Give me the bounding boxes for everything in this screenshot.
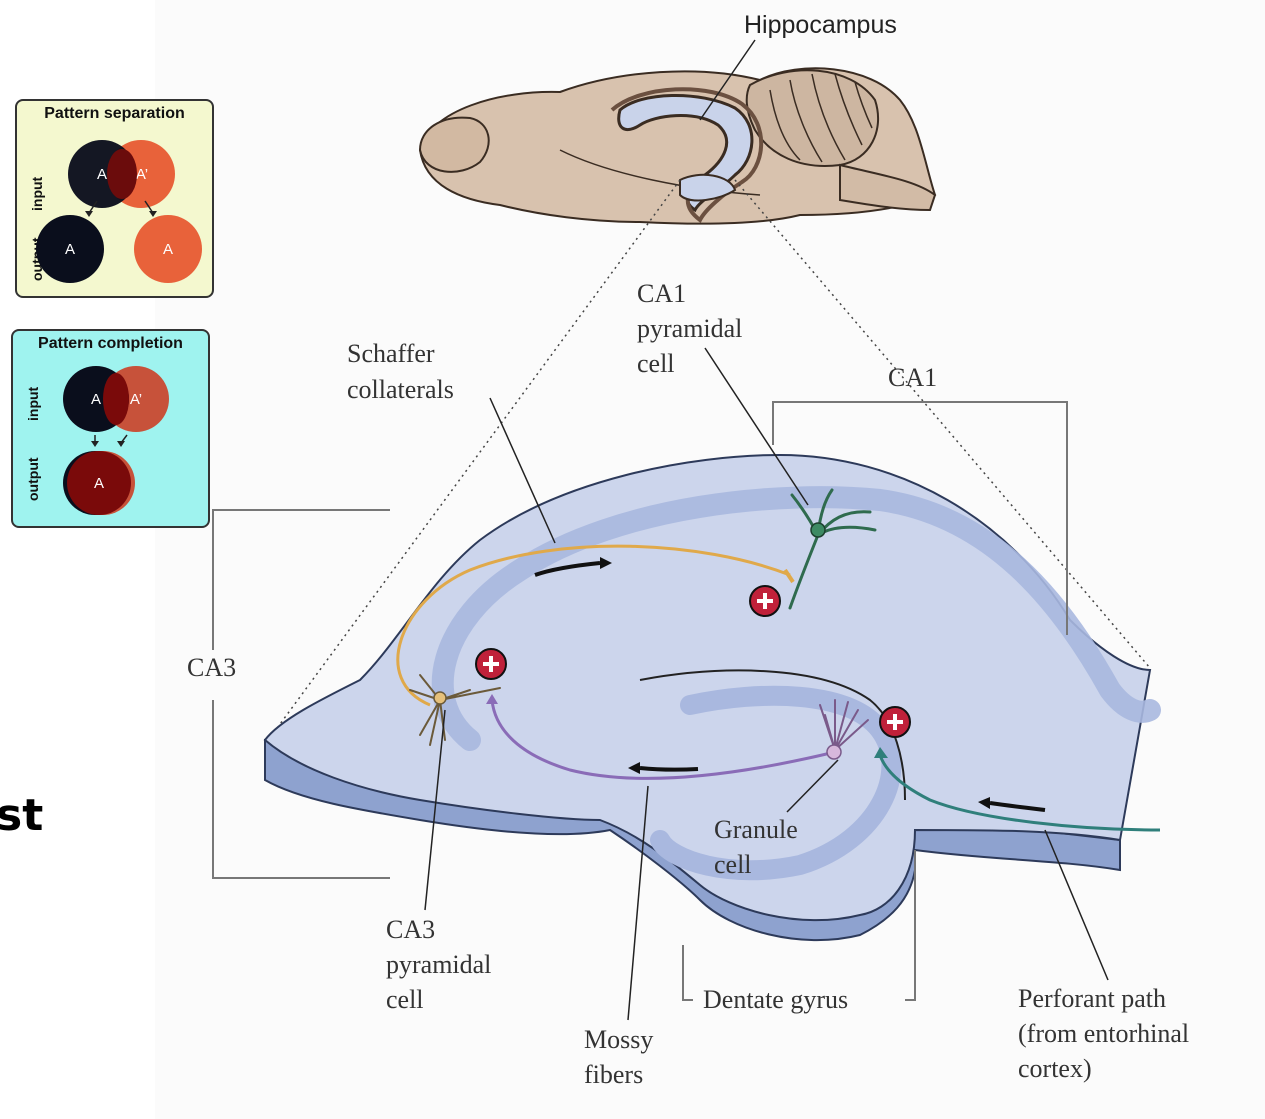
pattern-completion-panel: Pattern completion input output A’ A A: [11, 329, 210, 528]
clipped-slide-text: st: [0, 790, 43, 841]
output-circle-left: A: [36, 215, 104, 283]
synapse-plus-icon: [880, 707, 910, 737]
mossy-direction-arrow: [640, 768, 698, 770]
hippocampus-label: Hippocampus: [744, 11, 897, 39]
output-circle-right: A: [134, 215, 202, 283]
dentate-label: Dentate gyrus: [703, 985, 848, 1014]
synapse-plus-icon: [476, 649, 506, 679]
synapse-plus-icon: [750, 586, 780, 616]
ca3-label: CA3: [187, 653, 236, 682]
pattern-separation-panel: Pattern separation input output A’ A A A: [15, 99, 214, 298]
output-circle: A: [67, 451, 131, 515]
ca1-label: CA1: [888, 363, 937, 392]
